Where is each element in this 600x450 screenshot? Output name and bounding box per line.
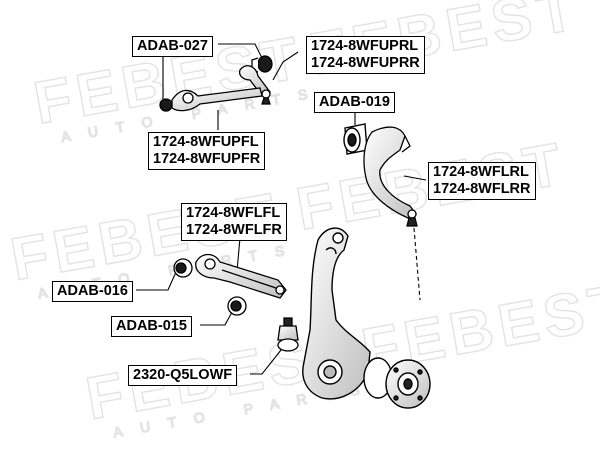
label-adab-027: ADAB-027 bbox=[132, 36, 213, 57]
label-upper-arm-front: 1724-8WFUPFL 1724-8WFUPFR bbox=[148, 132, 266, 170]
bushing-adab-015 bbox=[227, 296, 247, 316]
label-ball-joint: 2320-Q5LOWF bbox=[128, 365, 238, 386]
bushing-adab-027-top bbox=[251, 55, 273, 73]
label-lower-arm-front: 1724-8WFLFL 1724-8WFLFR bbox=[181, 203, 287, 241]
lower-arm-rear bbox=[363, 126, 418, 227]
upper-arm-front bbox=[159, 87, 263, 112]
bushing-adab-016 bbox=[173, 258, 193, 278]
wheel-hub bbox=[363, 357, 431, 409]
lower-arm-front bbox=[195, 253, 287, 299]
label-adab-019: ADAB-019 bbox=[314, 92, 395, 113]
label-adab-015: ADAB-015 bbox=[111, 316, 192, 337]
bushing-adab-019 bbox=[343, 123, 368, 155]
steering-knuckle bbox=[302, 227, 371, 400]
label-lower-arm-rear: 1724-8WFLRL 1724-8WFLRR bbox=[428, 162, 536, 200]
label-adab-016: ADAB-016 bbox=[52, 281, 133, 302]
label-upper-arm-rear: 1724-8WFUPRL 1724-8WFUPRR bbox=[306, 36, 425, 74]
leader-lines bbox=[136, 43, 427, 375]
ball-joint bbox=[277, 317, 299, 352]
